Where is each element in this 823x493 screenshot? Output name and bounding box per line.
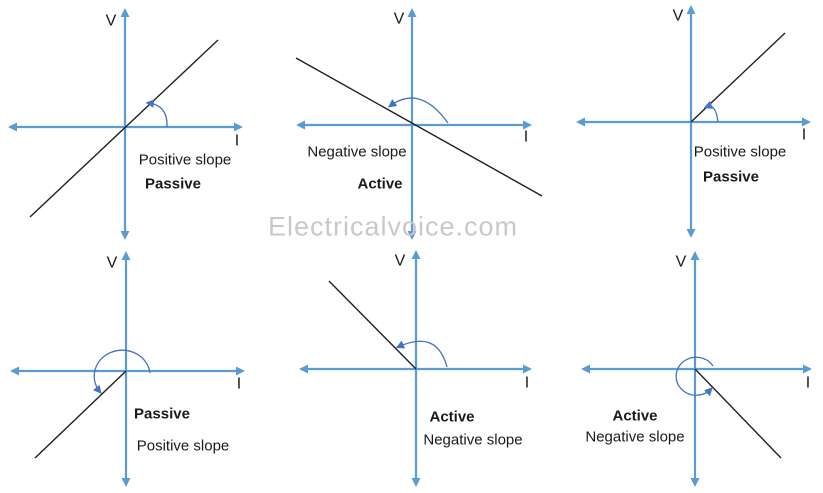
angle-arc: [92, 349, 151, 394]
caption-slope: Negative slope: [423, 432, 522, 449]
vi-characteristic-line: [29, 39, 219, 218]
i-axis-label: I: [806, 375, 810, 392]
caption-element-type: Active: [429, 409, 474, 426]
i-axis-label: I: [237, 376, 241, 393]
v-axis-label: V: [676, 254, 687, 271]
caption-slope: Positive slope: [139, 152, 232, 169]
vi-characteristic-line: [690, 32, 786, 123]
v-axis-top-arrow-icon: [120, 8, 130, 17]
i-axis-left-arrow-icon: [299, 364, 308, 374]
i-axis-label: I: [802, 127, 806, 144]
angle-arc: [703, 100, 719, 123]
caption-element-type: Active: [612, 408, 657, 425]
v-axis-top-arrow-icon: [686, 5, 696, 14]
caption-element-type: Passive: [145, 176, 201, 193]
i-axis-right-arrow-icon: [523, 364, 532, 374]
i-axis-label: I: [235, 133, 239, 150]
i-axis-label: I: [524, 129, 528, 146]
i-axis-left-arrow-icon: [576, 117, 585, 127]
v-axis-label: V: [394, 11, 405, 28]
i-axis-right-arrow-icon: [234, 122, 243, 132]
caption-slope: Positive slope: [694, 144, 787, 161]
angle-arc: [387, 97, 449, 124]
v-axis-top-arrow-icon: [407, 8, 417, 17]
vi-characteristic-line: [694, 368, 782, 459]
vi-characteristic-line: [34, 370, 127, 459]
v-axis-bottom-arrow-icon: [686, 229, 696, 238]
i-axis-right-arrow-icon: [803, 364, 812, 374]
v-axis-label: V: [106, 13, 117, 30]
caption-element-type: Active: [357, 176, 402, 193]
caption-element-type: Passive: [703, 169, 759, 186]
v-axis-bottom-arrow-icon: [407, 231, 417, 240]
i-axis-left-arrow-icon: [581, 364, 590, 374]
angle-arc: [145, 99, 168, 128]
i-axis-left-arrow-icon: [8, 122, 17, 132]
caption-element-type: Passive: [134, 406, 190, 423]
i-axis-right-arrow-icon: [523, 120, 532, 130]
v-axis-top-arrow-icon: [411, 250, 421, 259]
i-axis-right-arrow-icon: [236, 366, 245, 376]
vi-characteristic-line: [295, 57, 543, 197]
angle-arc: [395, 340, 448, 368]
i-axis-label: I: [525, 375, 529, 392]
v-axis-bottom-arrow-icon: [120, 231, 130, 240]
caption-slope: Negative slope: [307, 144, 406, 161]
v-axis-bottom-arrow-icon: [121, 478, 131, 487]
caption-slope: Negative slope: [585, 429, 684, 446]
v-axis-label: V: [673, 8, 684, 25]
i-axis-left-arrow-icon: [296, 120, 305, 130]
vi-characteristic-line: [328, 280, 417, 370]
i-axis-left-arrow-icon: [10, 366, 19, 376]
caption-slope: Positive slope: [137, 438, 230, 455]
v-axis-label: V: [107, 255, 118, 272]
v-axis-bottom-arrow-icon: [411, 478, 421, 487]
v-axis-bottom-arrow-icon: [690, 478, 700, 487]
v-axis-label: V: [395, 253, 406, 270]
i-axis-right-arrow-icon: [802, 117, 811, 127]
v-axis-top-arrow-icon: [121, 251, 131, 260]
angle-arc: [675, 356, 714, 397]
v-axis-top-arrow-icon: [690, 251, 700, 260]
